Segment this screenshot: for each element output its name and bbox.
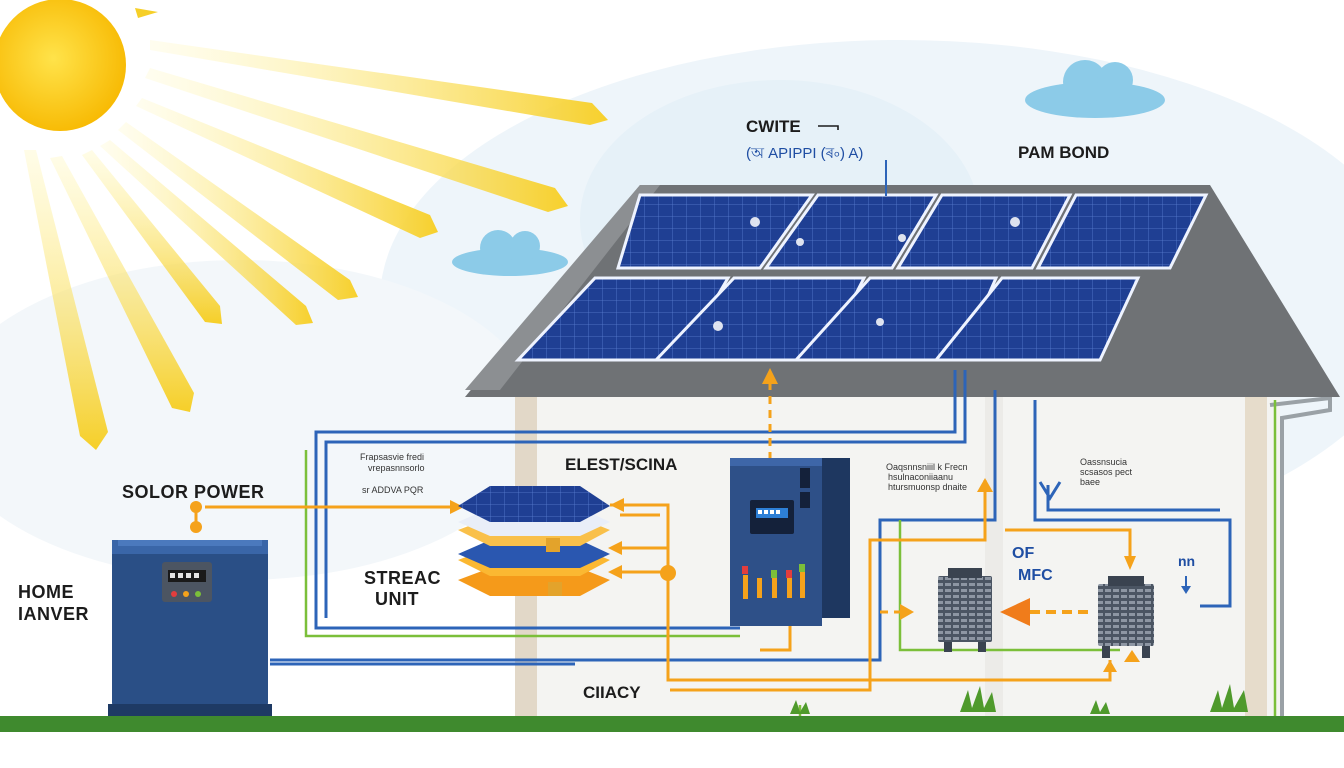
sun-icon — [0, 0, 126, 131]
wire-orange — [194, 480, 1132, 692]
storage-note-2: vrepasnnsorlo — [368, 463, 425, 473]
storage-note-3: sr ADDVA PQR — [362, 485, 424, 495]
grass — [790, 684, 1248, 714]
solar-panel — [615, 193, 815, 270]
right-note-1: Oassnsucia — [1080, 457, 1127, 467]
storage-note-1: Frapsasvie fredi — [360, 452, 424, 462]
storage-unit — [458, 486, 610, 596]
wire-blue — [270, 370, 1232, 666]
label-roof: PAM BOND — [1018, 143, 1109, 162]
label-home-inverter-2: IANVER — [18, 604, 89, 624]
label-electronics: ELEST/SCINA — [565, 455, 677, 474]
label-top-code: CWITE — [746, 117, 801, 136]
arrow-icon — [1181, 586, 1191, 594]
panel-glints — [713, 217, 1020, 331]
label-home-inverter-1: HOME — [18, 582, 74, 602]
ground-base — [0, 732, 1344, 768]
arrow-icon — [1038, 481, 1062, 501]
inverter-note-3: htursmuonsp dnaite — [888, 482, 967, 492]
solar-panel-array — [514, 193, 1209, 362]
label-nn: nn — [1178, 553, 1195, 569]
cloud-icon — [452, 230, 568, 276]
junction-node — [660, 565, 676, 581]
solar-panel — [1035, 193, 1209, 270]
label-bottom: CIIACY — [583, 683, 641, 702]
junction-node — [190, 521, 202, 533]
solar-panel — [895, 193, 1073, 270]
right-note-2: scsasos pect — [1080, 467, 1133, 477]
ground — [0, 716, 1344, 732]
label-solar-power: SOLOR POWER — [122, 482, 265, 502]
grid-unit-right — [1098, 576, 1154, 658]
label-top-code-sub: (অ APIPPI (ৰ৹) A) — [746, 145, 863, 162]
solar-panel — [932, 276, 1141, 362]
inverter-note-2: hsulnaconiiaanu — [888, 472, 953, 482]
solar-panel — [763, 193, 939, 270]
home-inverter — [108, 540, 272, 716]
arrow-icon — [900, 604, 914, 620]
roof-edge — [465, 185, 660, 390]
sun-ray — [135, 8, 158, 18]
label-connector — [818, 125, 839, 130]
label-storage-2: UNIT — [375, 589, 419, 609]
arrow-icon — [450, 478, 1140, 672]
sun-rays — [24, 40, 608, 450]
arrow-icon — [762, 368, 778, 384]
right-note-3: baee — [1080, 477, 1100, 487]
label-of: OF — [1012, 545, 1034, 562]
arrow-icon — [1000, 598, 1030, 626]
grid-unit-left — [938, 568, 992, 652]
central-inverter — [730, 458, 850, 626]
house-wall — [515, 390, 1332, 720]
label-mfc: MFC — [1018, 567, 1053, 584]
inverter-note-1: Oaqsnnsniiil k Frecn — [886, 462, 968, 472]
label-storage-1: STREAC — [364, 568, 441, 588]
cloud-icon — [1025, 60, 1165, 118]
junction-node — [190, 501, 202, 513]
